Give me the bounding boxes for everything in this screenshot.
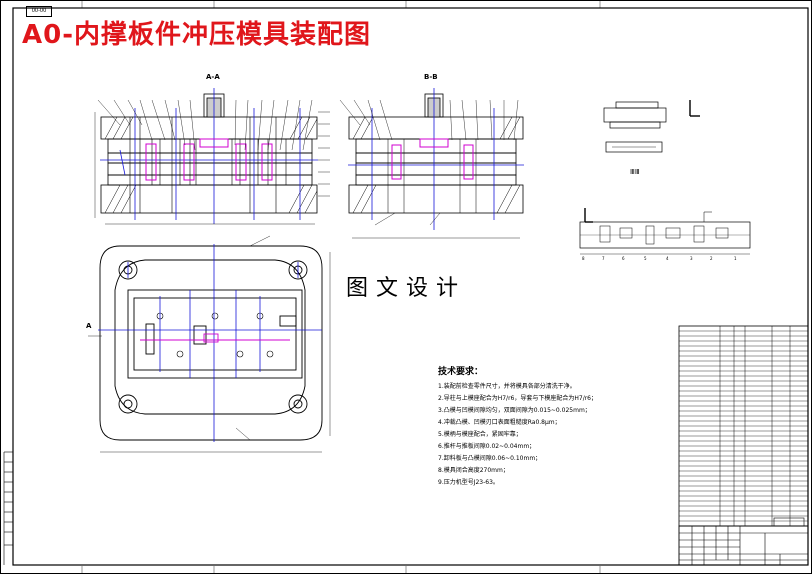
lower-die-plate [100, 184, 318, 214]
title-block [678, 517, 809, 566]
watermark-text: 图文设计 [336, 269, 476, 309]
requirement-item: 5.模柄与模座配合，紧固牢靠； [438, 431, 522, 438]
svg-text:8: 8 [582, 256, 585, 261]
bom-rows [679, 330, 808, 522]
requirement-item: 9.压力机型号J23-63。 [438, 479, 499, 486]
svg-text:3: 3 [690, 256, 693, 261]
technical-requirements: 技术要求： 1.装配前检查零件尺寸，并将模具各部分清洗干净。 2.导柱与上模座配… [438, 364, 597, 489]
die-plate [107, 162, 313, 176]
drawing-stamp: 00-00 [26, 6, 52, 17]
requirement-item: 8.模具闭合高度270mm； [438, 467, 509, 474]
front-section-view [94, 88, 330, 225]
requirement-item: 6.推杆与推板间隙0.02~0.04mm； [438, 443, 536, 450]
plan-view [88, 235, 331, 453]
svg-text:5: 5 [644, 256, 647, 261]
requirement-item: 2.导柱与上模座配合为H7/r6，导套与下模座配合为H7/r6； [438, 395, 597, 402]
svg-text:2: 2 [710, 256, 713, 261]
requirement-item: 7.卸料板与凸模间隙0.06~0.10mm； [438, 455, 542, 462]
section-label-a: A-A [206, 73, 220, 81]
svg-text:7: 7 [602, 256, 605, 261]
requirement-item: 1.装配前检查零件尺寸，并将模具各部分清洗干净。 [438, 383, 576, 390]
requirement-item: 4.冲裁凸模、凹模刃口表面粗糙度Ra0.8μm； [438, 419, 561, 426]
lower-pad [107, 174, 313, 186]
stripper-plate [107, 152, 313, 164]
side-section-view [339, 88, 524, 239]
side-strip [3, 451, 13, 565]
plan-section-mark: A [86, 322, 92, 330]
section-label-b: B-B [424, 73, 438, 81]
svg-text:1: 1 [734, 256, 737, 261]
requirements-heading: 技术要求： [438, 367, 484, 377]
page-title: A0-内撑板件冲压模具装配图 [22, 20, 372, 50]
part-view-top: ⅢⅢ [584, 100, 700, 223]
part-view-mark: L [694, 95, 695, 96]
part-view-strip: 8 7 6 5 4 3 2 1 [579, 211, 751, 261]
svg-text:6: 6 [622, 256, 625, 261]
svg-text:4: 4 [666, 256, 669, 261]
svg-text:ⅢⅢ: ⅢⅢ [630, 168, 640, 176]
requirement-item: 3.凸模与凹模间隙均匀，双面间隙为0.015~0.025mm； [438, 407, 591, 414]
inner-border [12, 7, 809, 566]
